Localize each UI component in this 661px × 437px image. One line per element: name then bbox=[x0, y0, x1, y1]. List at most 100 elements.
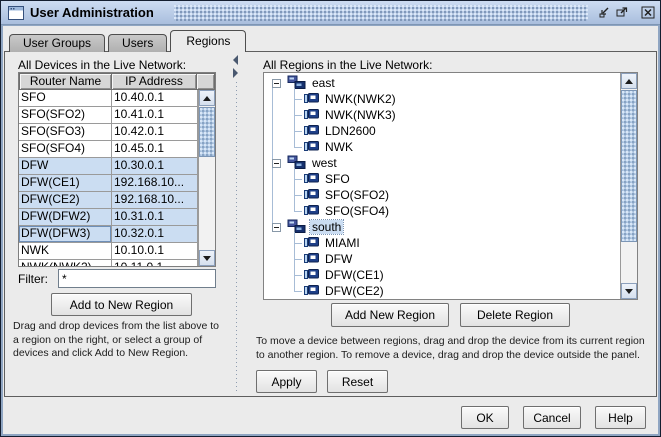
add-new-region-button[interactable]: Add New Region bbox=[331, 303, 449, 327]
tree-device-row[interactable]: MIAMI bbox=[268, 235, 620, 251]
collapse-minus-icon[interactable] bbox=[272, 158, 281, 168]
close-button[interactable] bbox=[639, 4, 656, 21]
devices-scrollbar[interactable] bbox=[198, 90, 215, 266]
tree-device-row[interactable]: SFO(SFO2) bbox=[268, 187, 620, 203]
cell-router-name[interactable]: NWK(NWK2) bbox=[19, 260, 112, 266]
tree-region-label[interactable]: south bbox=[308, 219, 345, 235]
tree-device-row[interactable]: DFW(CE2) bbox=[268, 283, 620, 299]
cancel-button[interactable]: Cancel bbox=[523, 406, 581, 429]
cell-ip-address[interactable]: 10.11.0.1 bbox=[112, 260, 198, 266]
cell-ip-address[interactable]: 10.40.0.1 bbox=[112, 90, 198, 107]
tree-device-row[interactable]: NWK(NWK3) bbox=[268, 107, 620, 123]
scroll-up-button[interactable] bbox=[621, 73, 637, 89]
table-row[interactable]: DFW(CE2)192.168.10... bbox=[19, 192, 198, 209]
apply-button[interactable]: Apply bbox=[256, 370, 317, 393]
titlebar[interactable]: User Administration bbox=[1, 1, 660, 25]
table-row[interactable]: SFO(SFO4)10.45.0.1 bbox=[19, 141, 198, 158]
cell-ip-address[interactable]: 10.42.0.1 bbox=[112, 124, 198, 141]
tree-region-label[interactable]: west bbox=[312, 156, 337, 170]
filter-input[interactable] bbox=[58, 269, 216, 288]
column-header-filler bbox=[196, 73, 215, 90]
cell-router-name[interactable]: DFW bbox=[19, 158, 112, 175]
scrollbar-thumb[interactable] bbox=[199, 107, 215, 157]
tree-device-row[interactable]: NWK bbox=[268, 139, 620, 155]
table-row[interactable]: SFO(SFO3)10.42.0.1 bbox=[19, 124, 198, 141]
scroll-up-button[interactable] bbox=[199, 90, 215, 106]
table-row[interactable]: DFW(DFW3)10.32.0.1 bbox=[19, 226, 198, 243]
cell-ip-address[interactable]: 10.10.0.1 bbox=[112, 243, 198, 260]
tab-user-groups[interactable]: User Groups bbox=[9, 34, 106, 52]
tree-device-row[interactable]: DFW bbox=[268, 251, 620, 267]
tree-region-row[interactable]: south bbox=[268, 219, 620, 235]
tree-device-row[interactable]: SFO(SFO4) bbox=[268, 203, 620, 219]
help-button[interactable]: Help bbox=[595, 406, 646, 429]
scroll-down-button[interactable] bbox=[621, 283, 637, 299]
splitpane-divider[interactable] bbox=[232, 52, 242, 396]
tree-device-label[interactable]: NWK(NWK3) bbox=[325, 108, 396, 122]
reset-button[interactable]: Reset bbox=[327, 370, 388, 393]
tree-device-row[interactable]: LDN2600 bbox=[268, 123, 620, 139]
device-icon bbox=[304, 188, 319, 203]
collapse-minus-icon[interactable] bbox=[272, 222, 281, 232]
cell-ip-address[interactable]: 192.168.10... bbox=[112, 175, 198, 192]
tree-region-row[interactable]: west bbox=[268, 155, 620, 171]
cell-router-name[interactable]: NWK bbox=[19, 243, 112, 260]
cell-router-name[interactable]: DFW(CE2) bbox=[19, 192, 112, 209]
tree-device-label[interactable]: DFW(CE2) bbox=[325, 284, 384, 298]
ok-button[interactable]: OK bbox=[461, 406, 509, 429]
region-icon bbox=[287, 75, 306, 89]
tree-region-label[interactable]: east bbox=[312, 76, 335, 90]
cell-router-name[interactable]: DFW(CE1) bbox=[19, 175, 112, 192]
table-row[interactable]: SFO(SFO2)10.41.0.1 bbox=[19, 107, 198, 124]
region-icon bbox=[286, 219, 306, 236]
table-row[interactable]: DFW(DFW2)10.31.0.1 bbox=[19, 209, 198, 226]
cell-router-name[interactable]: SFO(SFO4) bbox=[19, 141, 112, 158]
column-header-router-name[interactable]: Router Name bbox=[19, 73, 112, 90]
scroll-down-button[interactable] bbox=[199, 250, 215, 266]
tree-device-row[interactable]: NWK(NWK2) bbox=[268, 91, 620, 107]
cell-router-name[interactable]: SFO bbox=[19, 90, 112, 107]
scrollbar-thumb[interactable] bbox=[621, 90, 637, 242]
tree-branch-line bbox=[294, 232, 295, 291]
cell-ip-address[interactable]: 10.32.0.1 bbox=[112, 226, 198, 243]
tree-device-label[interactable]: SFO bbox=[325, 172, 350, 186]
tree-device-label[interactable]: SFO(SFO2) bbox=[325, 188, 390, 202]
tree-device-label[interactable]: NWK bbox=[325, 140, 353, 154]
tree-device-label[interactable]: LDN2600 bbox=[325, 124, 376, 138]
regions-scrollbar[interactable] bbox=[620, 73, 637, 299]
table-row[interactable]: NWK(NWK2)10.11.0.1 bbox=[19, 260, 198, 266]
table-row[interactable]: DFW(CE1)192.168.10... bbox=[19, 175, 198, 192]
tree-device-row[interactable]: DFW(CE1) bbox=[268, 267, 620, 283]
region-icon bbox=[287, 219, 306, 233]
collapse-left-icon[interactable] bbox=[233, 55, 238, 65]
cell-ip-address[interactable]: 10.31.0.1 bbox=[112, 209, 198, 226]
iconify-button[interactable] bbox=[596, 4, 613, 21]
column-header-ip-address[interactable]: IP Address bbox=[111, 73, 197, 90]
tree-device-label[interactable]: NWK(NWK2) bbox=[325, 92, 396, 106]
maximize-button[interactable] bbox=[613, 4, 630, 21]
cell-router-name[interactable]: SFO(SFO2) bbox=[19, 107, 112, 124]
cell-router-name[interactable]: DFW(DFW3) bbox=[19, 226, 112, 243]
cell-ip-address[interactable]: 10.41.0.1 bbox=[112, 107, 198, 124]
tree-device-label[interactable]: DFW(CE1) bbox=[325, 268, 384, 282]
tree-device-label[interactable]: SFO(SFO4) bbox=[325, 204, 390, 218]
tree-device-row[interactable]: SFO bbox=[268, 171, 620, 187]
tab-regions[interactable]: Regions bbox=[170, 30, 247, 52]
cell-ip-address[interactable]: 10.30.0.1 bbox=[112, 158, 198, 175]
cell-ip-address[interactable]: 10.45.0.1 bbox=[112, 141, 198, 158]
collapse-right-icon[interactable] bbox=[233, 68, 238, 78]
delete-region-button[interactable]: Delete Region bbox=[460, 303, 570, 327]
tree-device-label[interactable]: DFW bbox=[325, 252, 353, 266]
cell-ip-address[interactable]: 192.168.10... bbox=[112, 192, 198, 209]
cell-router-name[interactable]: SFO(SFO3) bbox=[19, 124, 112, 141]
tree-region-row[interactable]: east bbox=[268, 75, 620, 91]
collapse-minus-icon[interactable] bbox=[272, 78, 281, 88]
cell-router-name[interactable]: DFW(DFW2) bbox=[19, 209, 112, 226]
tree-device-label[interactable]: MIAMI bbox=[325, 236, 360, 250]
add-to-new-region-button[interactable]: Add to New Region bbox=[51, 293, 192, 316]
tab-users[interactable]: Users bbox=[108, 34, 168, 52]
